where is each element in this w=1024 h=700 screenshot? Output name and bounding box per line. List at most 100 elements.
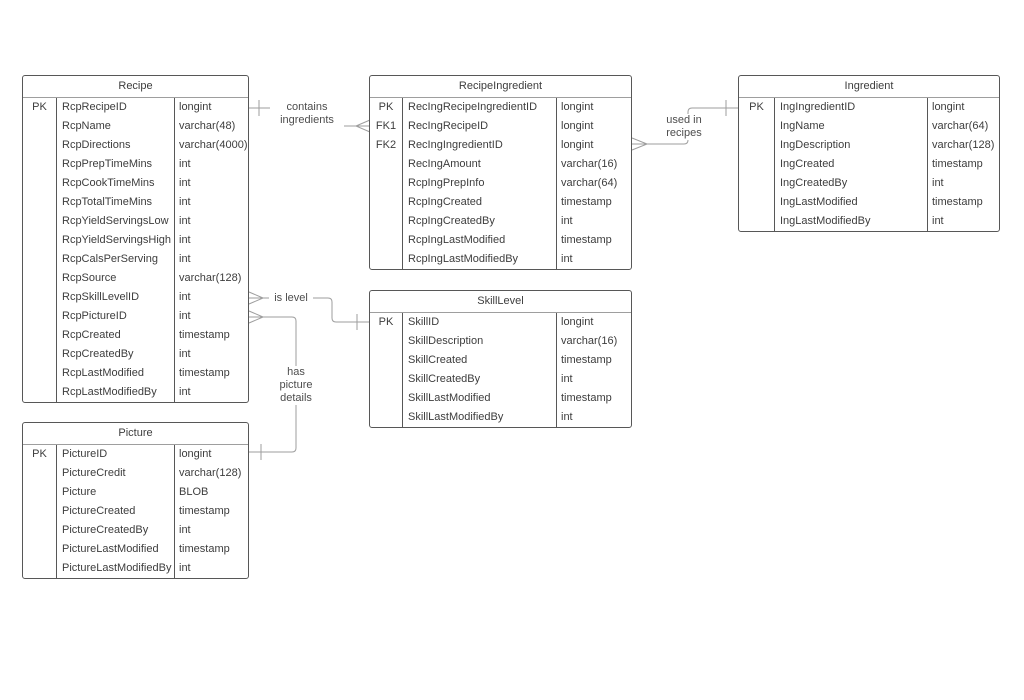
field-key-label: [23, 136, 57, 155]
field-type: longint: [561, 139, 594, 151]
field-name: RcpIngLastModifiedBy: [403, 250, 557, 269]
field-key-label: [23, 250, 57, 269]
field-key-label: [739, 193, 775, 212]
field-name: RcpIngCreated: [403, 193, 557, 212]
field-type: varchar(48): [179, 120, 236, 132]
field-name: RcpName: [57, 117, 175, 136]
entity-field-row: RcpName varchar(48): [23, 117, 248, 136]
field-key-label: [739, 212, 775, 231]
relationship-label-used-in-recipes: used in recipes: [655, 114, 713, 140]
field-type: int: [561, 215, 573, 227]
field-name: RcpDirections: [57, 136, 175, 155]
field-type: int: [179, 234, 191, 246]
field-key-label: [739, 136, 775, 155]
field-name: PictureCreatedBy: [57, 521, 175, 540]
field-name: RcpYieldServingsLow: [57, 212, 175, 231]
field-name: SkillCreatedBy: [403, 370, 557, 389]
field-type: int: [561, 253, 573, 265]
field-name: RcpTotalTimeMins: [57, 193, 175, 212]
entity-field-row: RcpIngLastModifiedBy int: [370, 250, 631, 269]
field-key-label: [370, 351, 403, 370]
field-name: PictureID: [57, 445, 175, 464]
field-key-label: [370, 332, 403, 351]
field-key-label: [23, 483, 57, 502]
field-key-label: PK: [370, 313, 403, 332]
field-key-label: [23, 345, 57, 364]
field-type: timestamp: [179, 329, 230, 341]
field-type: timestamp: [179, 505, 230, 517]
field-name: IngLastModified: [775, 193, 928, 212]
field-name: RcpLastModifiedBy: [57, 383, 175, 402]
field-type: int: [179, 253, 191, 265]
relationship-is-level[interactable]: [248, 291, 369, 330]
field-key-label: [23, 502, 57, 521]
field-type: timestamp: [561, 354, 612, 366]
entity-field-row: SkillCreated timestamp: [370, 351, 631, 370]
field-name: RcpCreatedBy: [57, 345, 175, 364]
entity-field-row: RcpLastModifiedBy int: [23, 383, 248, 402]
field-type: int: [179, 196, 191, 208]
field-type: BLOB: [179, 486, 209, 498]
field-type: varchar(128): [179, 467, 242, 479]
field-type: int: [179, 386, 191, 398]
field-key-label: PK: [370, 98, 403, 117]
field-key-label: [23, 521, 57, 540]
field-name: IngLastModifiedBy: [775, 212, 928, 231]
field-key-label: [370, 370, 403, 389]
field-type: int: [179, 524, 191, 536]
field-key-label: PK: [739, 98, 775, 117]
field-type: int: [179, 348, 191, 360]
field-key-label: [370, 174, 403, 193]
field-key-label: FK1: [370, 117, 403, 136]
field-type: int: [561, 411, 573, 423]
field-type: varchar(128): [179, 272, 242, 284]
field-key-label: [739, 155, 775, 174]
field-type: varchar(64): [932, 120, 989, 132]
field-name: PictureLastModified: [57, 540, 175, 559]
field-key-label: [370, 155, 403, 174]
field-name: RcpCookTimeMins: [57, 174, 175, 193]
field-key-label: [739, 117, 775, 136]
field-type: longint: [932, 101, 965, 113]
field-name: SkillLastModified: [403, 389, 557, 408]
relationship-label-is-level: is level: [269, 292, 313, 305]
entity-title: Picture: [23, 423, 248, 445]
field-name: SkillCreated: [403, 351, 557, 370]
field-name: RcpCreated: [57, 326, 175, 345]
field-name: PictureCredit: [57, 464, 175, 483]
field-name: RecIngAmount: [403, 155, 557, 174]
field-key-label: PK: [23, 445, 57, 464]
field-key-label: [23, 231, 57, 250]
entity-field-row: RcpYieldServingsLow int: [23, 212, 248, 231]
field-type: int: [179, 215, 191, 227]
field-type: int: [179, 177, 191, 189]
